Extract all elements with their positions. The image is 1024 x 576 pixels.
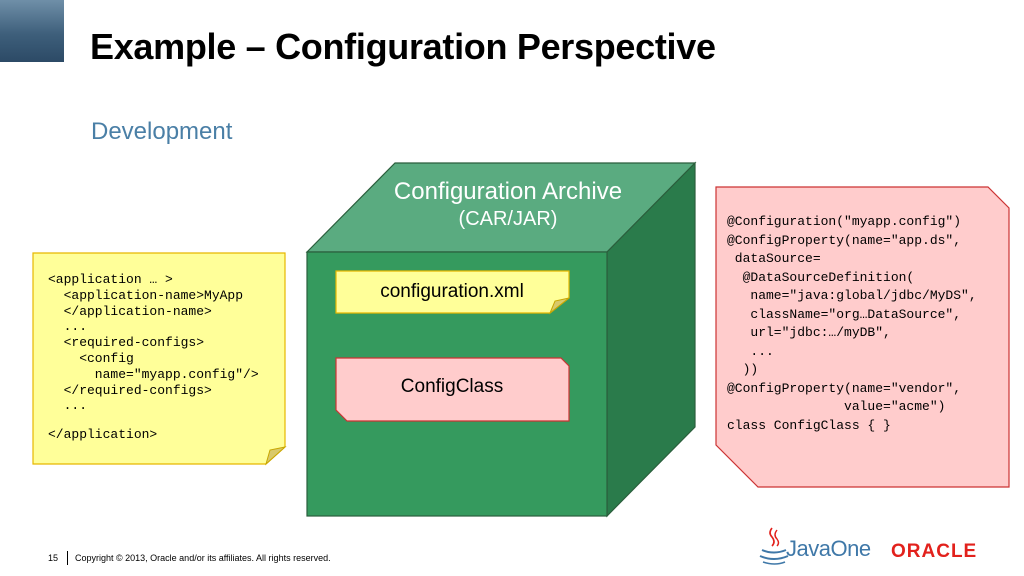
slide-subtitle: Development: [91, 118, 233, 145]
config-class-label: ConfigClass: [400, 376, 504, 397]
application-xml-code: <application … > <application-name>MyApp…: [48, 272, 259, 414]
archive-title: Configuration Archive: [393, 178, 623, 205]
page-number: 15: [48, 553, 59, 563]
archive-subtitle: (CAR/JAR): [458, 208, 558, 230]
annotations-code: @Configuration("myapp.config") @ConfigPr…: [727, 214, 977, 433]
footer-divider: [67, 551, 68, 565]
oracle-logo: ORACLE: [891, 541, 978, 562]
config-class-box: [335, 357, 570, 422]
javaone-cup-icon: [759, 527, 789, 565]
title-corner-block: [0, 0, 64, 62]
annotations-note: [715, 186, 1010, 488]
application-xml-note: [32, 252, 287, 466]
javaone-logo: JavaOne: [786, 536, 871, 561]
application-xml-closing: </application>: [48, 427, 158, 442]
copyright-text: Copyright © 2013, Oracle and/or its affi…: [75, 553, 331, 563]
configuration-xml-note: [335, 270, 570, 315]
slide-title: Example – Configuration Perspective: [90, 26, 716, 67]
configuration-xml-label: configuration.xml: [380, 281, 524, 302]
